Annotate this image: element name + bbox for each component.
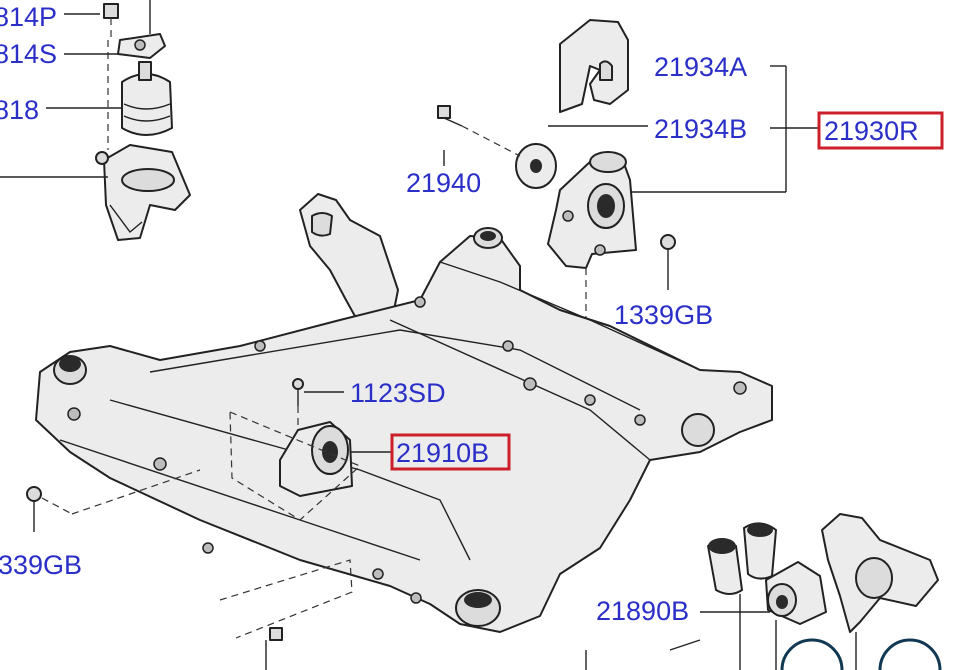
rear-bushing-assembly bbox=[707, 513, 942, 670]
highlight-box-21930r bbox=[817, 111, 944, 150]
part-label-814p[interactable]: 814P bbox=[0, 2, 57, 32]
part-label-21934b[interactable]: 21934B bbox=[654, 114, 747, 144]
part-label-1339gb-left[interactable]: 339GB bbox=[0, 550, 82, 580]
part-label-818[interactable]: 818 bbox=[0, 95, 39, 125]
highlight-box-21910b bbox=[390, 433, 511, 471]
part-label-21940[interactable]: 21940 bbox=[406, 168, 481, 198]
right-mount-assembly bbox=[437, 19, 676, 530]
part-label-1339gb-right[interactable]: 1339GB bbox=[614, 300, 713, 330]
part-label-21934a[interactable]: 21934A bbox=[654, 52, 747, 82]
top-left-mount-assembly bbox=[95, 0, 191, 241]
part-label-21930r[interactable]: 21930R bbox=[824, 116, 919, 146]
part-label-1123sd[interactable]: 1123SD bbox=[350, 378, 446, 408]
front-subframe bbox=[35, 193, 773, 633]
part-label-21910b[interactable]: 21910B bbox=[396, 438, 489, 468]
part-label-814s[interactable]: 814S bbox=[0, 39, 57, 69]
lower-mount-assembly bbox=[229, 378, 362, 521]
part-label-21890b[interactable]: 21890B bbox=[596, 596, 689, 626]
